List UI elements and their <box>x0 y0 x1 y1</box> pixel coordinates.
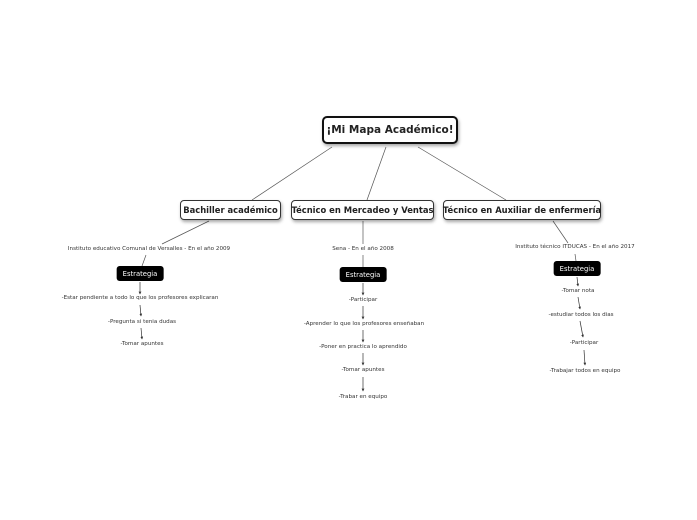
branch-info-mercadeo: Sena - En el año 2008 <box>332 246 394 252</box>
strategy-node-enfermeria[interactable]: Estrategia <box>553 261 601 276</box>
step-item: -Trabar en equipo <box>338 394 388 400</box>
step-item: -Participar <box>569 340 599 346</box>
step-item: -Tomar nota <box>561 288 595 294</box>
strategy-label: Estrategia <box>122 269 158 278</box>
branch-info-enfermeria: Instituto técnico ITDUCAS - En el año 20… <box>515 244 635 250</box>
step-1-1-arrow <box>139 304 143 317</box>
strategy-label: Estrategia <box>345 270 381 279</box>
step-item: -Estar pendiente a todo lo que los profe… <box>61 295 219 301</box>
root-node[interactable]: ¡Mi Mapa Académico! <box>322 116 458 144</box>
strategy-node-bachiller[interactable]: Estrategia <box>116 266 164 281</box>
root-to-branch-2-connector <box>366 146 387 201</box>
strategy-node-mercadeo[interactable]: Estrategia <box>339 267 387 282</box>
step-item: -Tomar apuntes <box>341 367 385 373</box>
step-item: -Pregunta si tenia dudas <box>107 319 177 325</box>
info-1-to-strategy-connector <box>141 254 147 267</box>
strategy-label: Estrategia <box>559 264 595 273</box>
step-item: -estudiar todos los dias <box>548 312 614 318</box>
branch-title: Bachiller académico <box>183 205 278 215</box>
branch-info-bachiller: Instituto educativo Comunal de Versalles… <box>67 246 231 252</box>
branch-node-bachiller[interactable]: Bachiller académico <box>180 200 281 220</box>
step-3-2-arrow <box>579 320 584 338</box>
step-item: -Aprender lo que los profesores enseñaba… <box>303 321 425 327</box>
step-item: -Trabajar todos en equipo <box>549 368 621 374</box>
root-title: ¡Mi Mapa Académico! <box>326 124 454 136</box>
step-1-2-arrow <box>140 327 144 340</box>
step-item: -Tomar apuntes <box>120 341 164 347</box>
step-3-1-arrow <box>577 296 581 310</box>
step-3-3-arrow <box>583 349 587 366</box>
step-item: -Poner en practica lo aprendido <box>319 344 407 350</box>
branch-title: Técnico en Auxiliar de enfermería <box>442 205 602 215</box>
branch-1-to-info-connector <box>161 220 210 245</box>
step-item: -Participar <box>348 297 378 303</box>
root-to-branch-3-connector <box>417 146 507 201</box>
branch-node-mercadeo[interactable]: Técnico en Mercadeo y Ventas <box>291 200 434 220</box>
strategy-3-arrow <box>576 276 580 287</box>
info-3-to-strategy-connector <box>574 253 577 262</box>
branch-title: Técnico en Mercadeo y Ventas <box>291 205 434 215</box>
root-to-branch-1-connector <box>251 146 333 201</box>
branch-3-to-info-connector <box>552 220 569 244</box>
branch-node-enfermeria[interactable]: Técnico en Auxiliar de enfermería <box>443 200 601 220</box>
